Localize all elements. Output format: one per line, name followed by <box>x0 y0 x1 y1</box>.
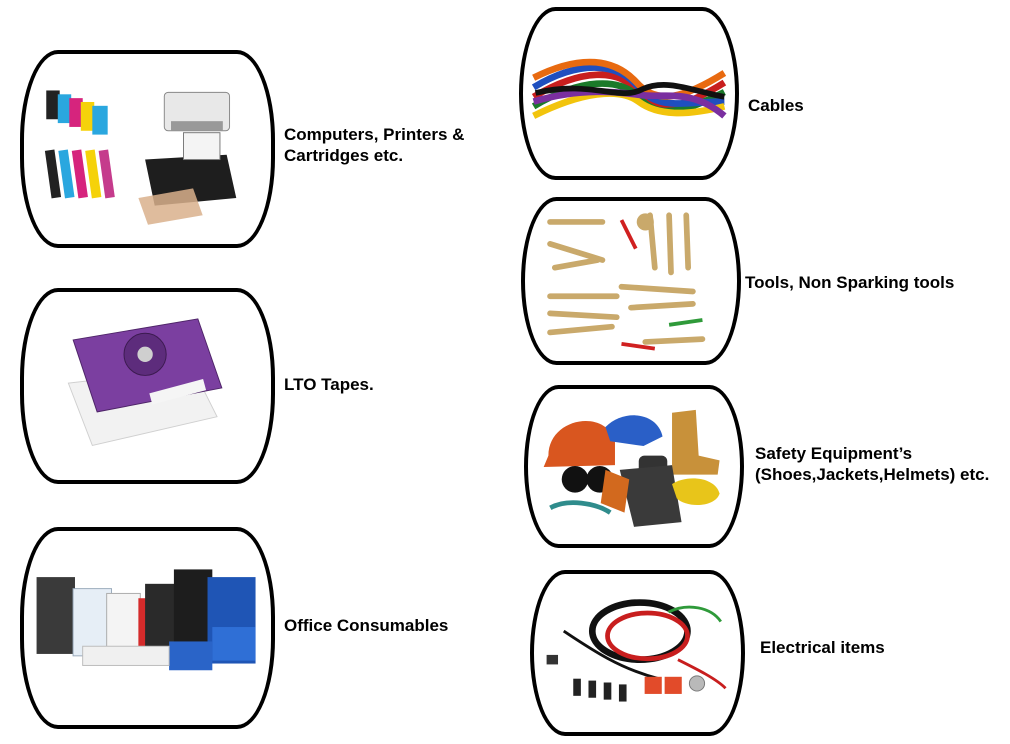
label-cables: Cables <box>748 96 804 115</box>
cables-icon <box>531 58 727 119</box>
label-office: Office Consumables <box>284 616 449 635</box>
label-lto: LTO Tapes. <box>284 375 374 394</box>
card-computers <box>20 50 275 248</box>
card-lto <box>20 288 275 484</box>
card-electrical <box>530 570 745 736</box>
safety-equipment-icon <box>543 409 720 527</box>
card-tools <box>521 197 741 365</box>
office-supplies-icon <box>36 569 256 671</box>
label-electrical: Electrical items <box>760 638 885 657</box>
card-safety <box>524 385 744 548</box>
card-cables <box>519 7 739 180</box>
tape-cartridge-icon <box>67 318 223 447</box>
printer-icon <box>44 90 237 225</box>
label-computers: Computers, Printers & Cartridges etc. <box>284 125 465 165</box>
electrical-items-icon <box>546 599 727 702</box>
card-office <box>20 527 275 729</box>
label-tools: Tools, Non Sparking tools <box>745 273 955 292</box>
label-safety: Safety Equipment’s (Shoes,Jackets,Helmet… <box>755 444 990 484</box>
tools-icon <box>547 212 706 351</box>
